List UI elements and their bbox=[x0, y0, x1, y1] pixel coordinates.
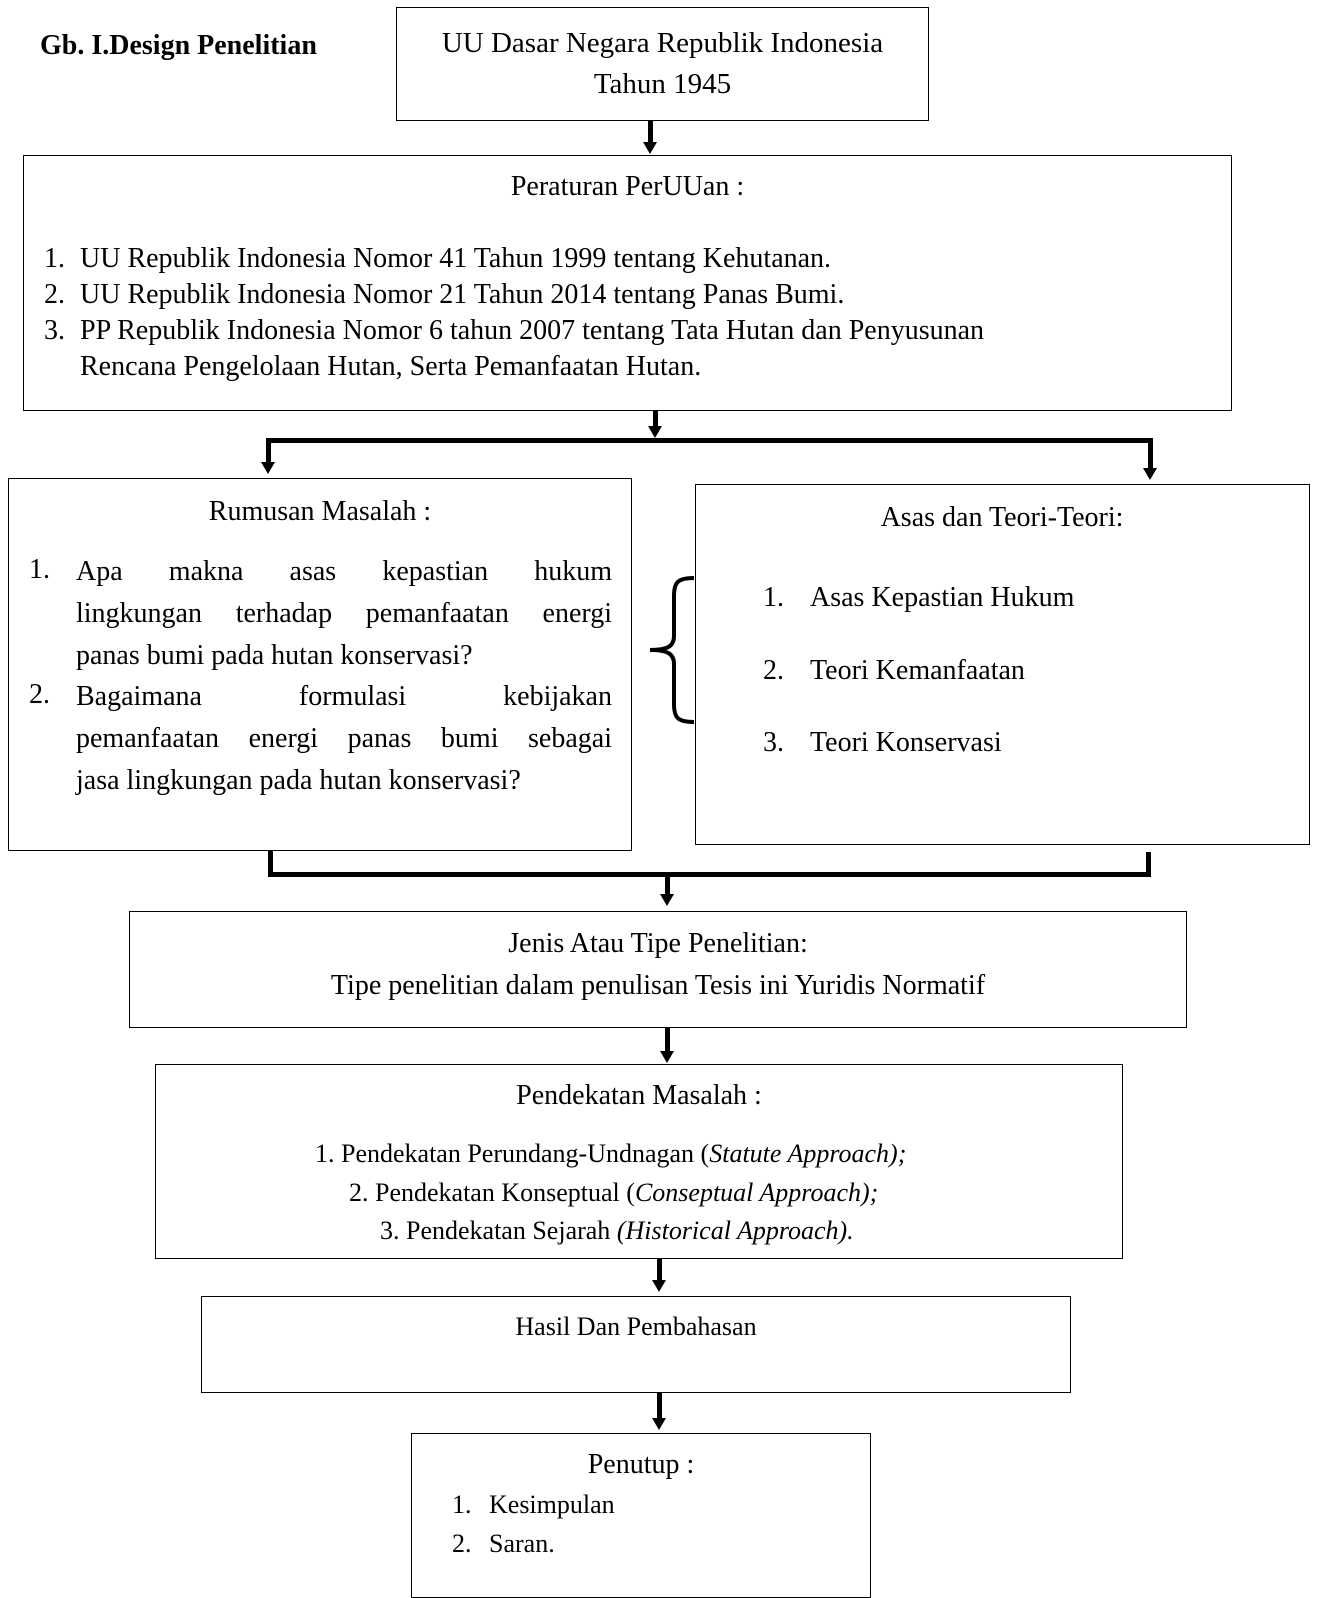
asas-num-2: 2. bbox=[763, 655, 784, 686]
connector-peraturan-down bbox=[653, 411, 658, 429]
arrowhead bbox=[660, 1051, 674, 1063]
asas-num-3: 3. bbox=[763, 727, 784, 758]
connector-split-horizontal bbox=[266, 438, 1153, 443]
rumusan-2-line-1: Bagaimana formulasi kebijakan bbox=[76, 681, 612, 712]
pendekatan-num-1: 1. bbox=[315, 1139, 335, 1168]
penutup-title: Penutup : bbox=[587, 1449, 695, 1480]
asas-item-3: 3. Teori Konservasi bbox=[763, 724, 1002, 762]
pendekatan-num-3: 3. bbox=[380, 1216, 400, 1245]
connector-merge-down bbox=[665, 872, 670, 895]
pendekatan-num-2: 2. bbox=[349, 1178, 369, 1207]
jenis-text: Tipe penelitian dalam penulisan Tesis in… bbox=[330, 970, 986, 1001]
peraturan-item-2: 2. UU Republik Indonesia Nomor 21 Tahun … bbox=[44, 276, 844, 314]
pendekatan-italic-1: Statute Approach); bbox=[709, 1139, 907, 1168]
brace-icon bbox=[649, 576, 695, 724]
penutup-num-1: 1. bbox=[452, 1490, 472, 1519]
connector-hasil-penutup bbox=[657, 1393, 662, 1419]
uud-line-1: UU Dasar Negara Republik Indonesia bbox=[441, 27, 884, 59]
arrowhead bbox=[648, 426, 662, 438]
peraturan-text-2: UU Republik Indonesia Nomor 21 Tahun 201… bbox=[80, 279, 845, 310]
connector-pendekatan-hasil bbox=[657, 1259, 662, 1281]
penutup-text-2: Saran. bbox=[489, 1529, 555, 1558]
peraturan-num-1: 1. bbox=[44, 243, 65, 274]
pendekatan-text-1: Pendekatan Perundang-Undnagan ( bbox=[341, 1139, 710, 1168]
pendekatan-italic-3: (Historical Approach). bbox=[616, 1216, 854, 1245]
rumusan-2-line-2: pemanfaatan energi panas bumi sebagai bbox=[76, 723, 612, 754]
rumusan-box: Rumusan Masalah : 1. Apa makna asas kepa… bbox=[8, 478, 632, 851]
rumusan-1-line-2: lingkungan terhadap pemanfaatan energi bbox=[76, 598, 612, 629]
connector-merge-horizontal bbox=[268, 872, 1151, 877]
asas-item-1: 1. Asas Kepastian Hukum bbox=[763, 579, 1074, 617]
jenis-title: Jenis Atau Tipe Penelitian: bbox=[508, 928, 808, 959]
asas-item-2: 2. Teori Kemanfaatan bbox=[763, 652, 1025, 690]
arrowhead bbox=[652, 1418, 666, 1430]
uud-line-2: Tahun 1945 bbox=[593, 68, 732, 100]
arrowhead bbox=[1143, 468, 1157, 480]
rumusan-num-2: 2. bbox=[29, 679, 50, 710]
hasil-box: Hasil Dan Pembahasan bbox=[201, 1296, 1071, 1393]
asas-text-3: Teori Konservasi bbox=[810, 727, 1002, 758]
pendekatan-italic-2: Conseptual Approach); bbox=[634, 1178, 879, 1207]
rumusan-item-2: Bagaimana formulasi kebijakan pemanfaata… bbox=[76, 676, 612, 802]
peraturan-text-3b: Rencana Pengelolaan Hutan, Serta Pemanfa… bbox=[80, 351, 702, 382]
peraturan-item-1: 1. UU Republik Indonesia Nomor 41 Tahun … bbox=[44, 240, 831, 278]
peraturan-num-3: 3. bbox=[44, 315, 65, 346]
rumusan-num-1: 1. bbox=[29, 554, 50, 585]
rumusan-2-line-3: jasa lingkungan pada hutan konservasi? bbox=[76, 765, 521, 796]
penutup-item-1: 1. Kesimpulan bbox=[452, 1485, 615, 1524]
pendekatan-item-2: 2. Pendekatan Konseptual (Conseptual App… bbox=[349, 1173, 878, 1212]
penutup-num-2: 2. bbox=[452, 1529, 472, 1558]
pendekatan-title: Pendekatan Masalah : bbox=[516, 1080, 762, 1111]
connector-split-left bbox=[266, 438, 271, 462]
hasil-title: Hasil Dan Pembahasan bbox=[515, 1312, 757, 1341]
figure-title: Gb. I.Design Penelitian bbox=[40, 30, 317, 61]
asas-box: Asas dan Teori-Teori: 1. Asas Kepastian … bbox=[695, 484, 1310, 845]
asas-num-1: 1. bbox=[763, 582, 784, 613]
rumusan-1-line-3: panas bumi pada hutan konservasi? bbox=[76, 640, 473, 671]
peraturan-item-3: 3. PP Republik Indonesia Nomor 6 tahun 2… bbox=[44, 312, 984, 350]
peraturan-title: Peraturan PerUUan : bbox=[510, 171, 745, 202]
rumusan-1-line-1: Apa makna asas kepastian hukum bbox=[76, 556, 612, 587]
peraturan-box: Peraturan PerUUan : 1. UU Republik Indon… bbox=[23, 155, 1232, 411]
asas-text-1: Asas Kepastian Hukum bbox=[810, 582, 1075, 613]
asas-title: Asas dan Teori-Teori: bbox=[880, 502, 1124, 533]
rumusan-item-1: Apa makna asas kepastian hukum lingkunga… bbox=[76, 551, 612, 677]
pendekatan-text-3: Pendekatan Sejarah bbox=[406, 1216, 617, 1245]
penutup-text-1: Kesimpulan bbox=[489, 1490, 615, 1519]
peraturan-num-2: 2. bbox=[44, 279, 65, 310]
asas-text-2: Teori Kemanfaatan bbox=[810, 655, 1025, 686]
arrowhead bbox=[643, 142, 657, 154]
peraturan-text-1: UU Republik Indonesia Nomor 41 Tahun 199… bbox=[80, 243, 832, 274]
pendekatan-text-2: Pendekatan Konseptual ( bbox=[375, 1178, 635, 1207]
uud-box: UU Dasar Negara Republik Indonesia Tahun… bbox=[396, 7, 929, 121]
arrowhead bbox=[660, 894, 674, 906]
penutup-box: Penutup : 1. Kesimpulan 2. Saran. bbox=[411, 1433, 871, 1598]
connector-split-right bbox=[1148, 438, 1153, 468]
connector-merge-left bbox=[268, 851, 273, 876]
pendekatan-item-3: 3. Pendekatan Sejarah (Historical Approa… bbox=[380, 1211, 854, 1250]
rumusan-title: Rumusan Masalah : bbox=[208, 496, 432, 527]
pendekatan-item-1: 1. Pendekatan Perundang-Undnagan (Statut… bbox=[315, 1134, 906, 1173]
connector-uud-peraturan bbox=[648, 121, 653, 143]
arrowhead bbox=[261, 462, 275, 474]
peraturan-text-3a: PP Republik Indonesia Nomor 6 tahun 2007… bbox=[80, 315, 985, 346]
connector-merge-right bbox=[1146, 852, 1151, 876]
pendekatan-box: Pendekatan Masalah : 1. Pendekatan Perun… bbox=[155, 1064, 1123, 1259]
jenis-box: Jenis Atau Tipe Penelitian: Tipe penelit… bbox=[129, 911, 1187, 1028]
arrowhead bbox=[652, 1280, 666, 1292]
connector-jenis-pendekatan bbox=[665, 1028, 670, 1052]
penutup-item-2: 2. Saran. bbox=[452, 1524, 555, 1563]
